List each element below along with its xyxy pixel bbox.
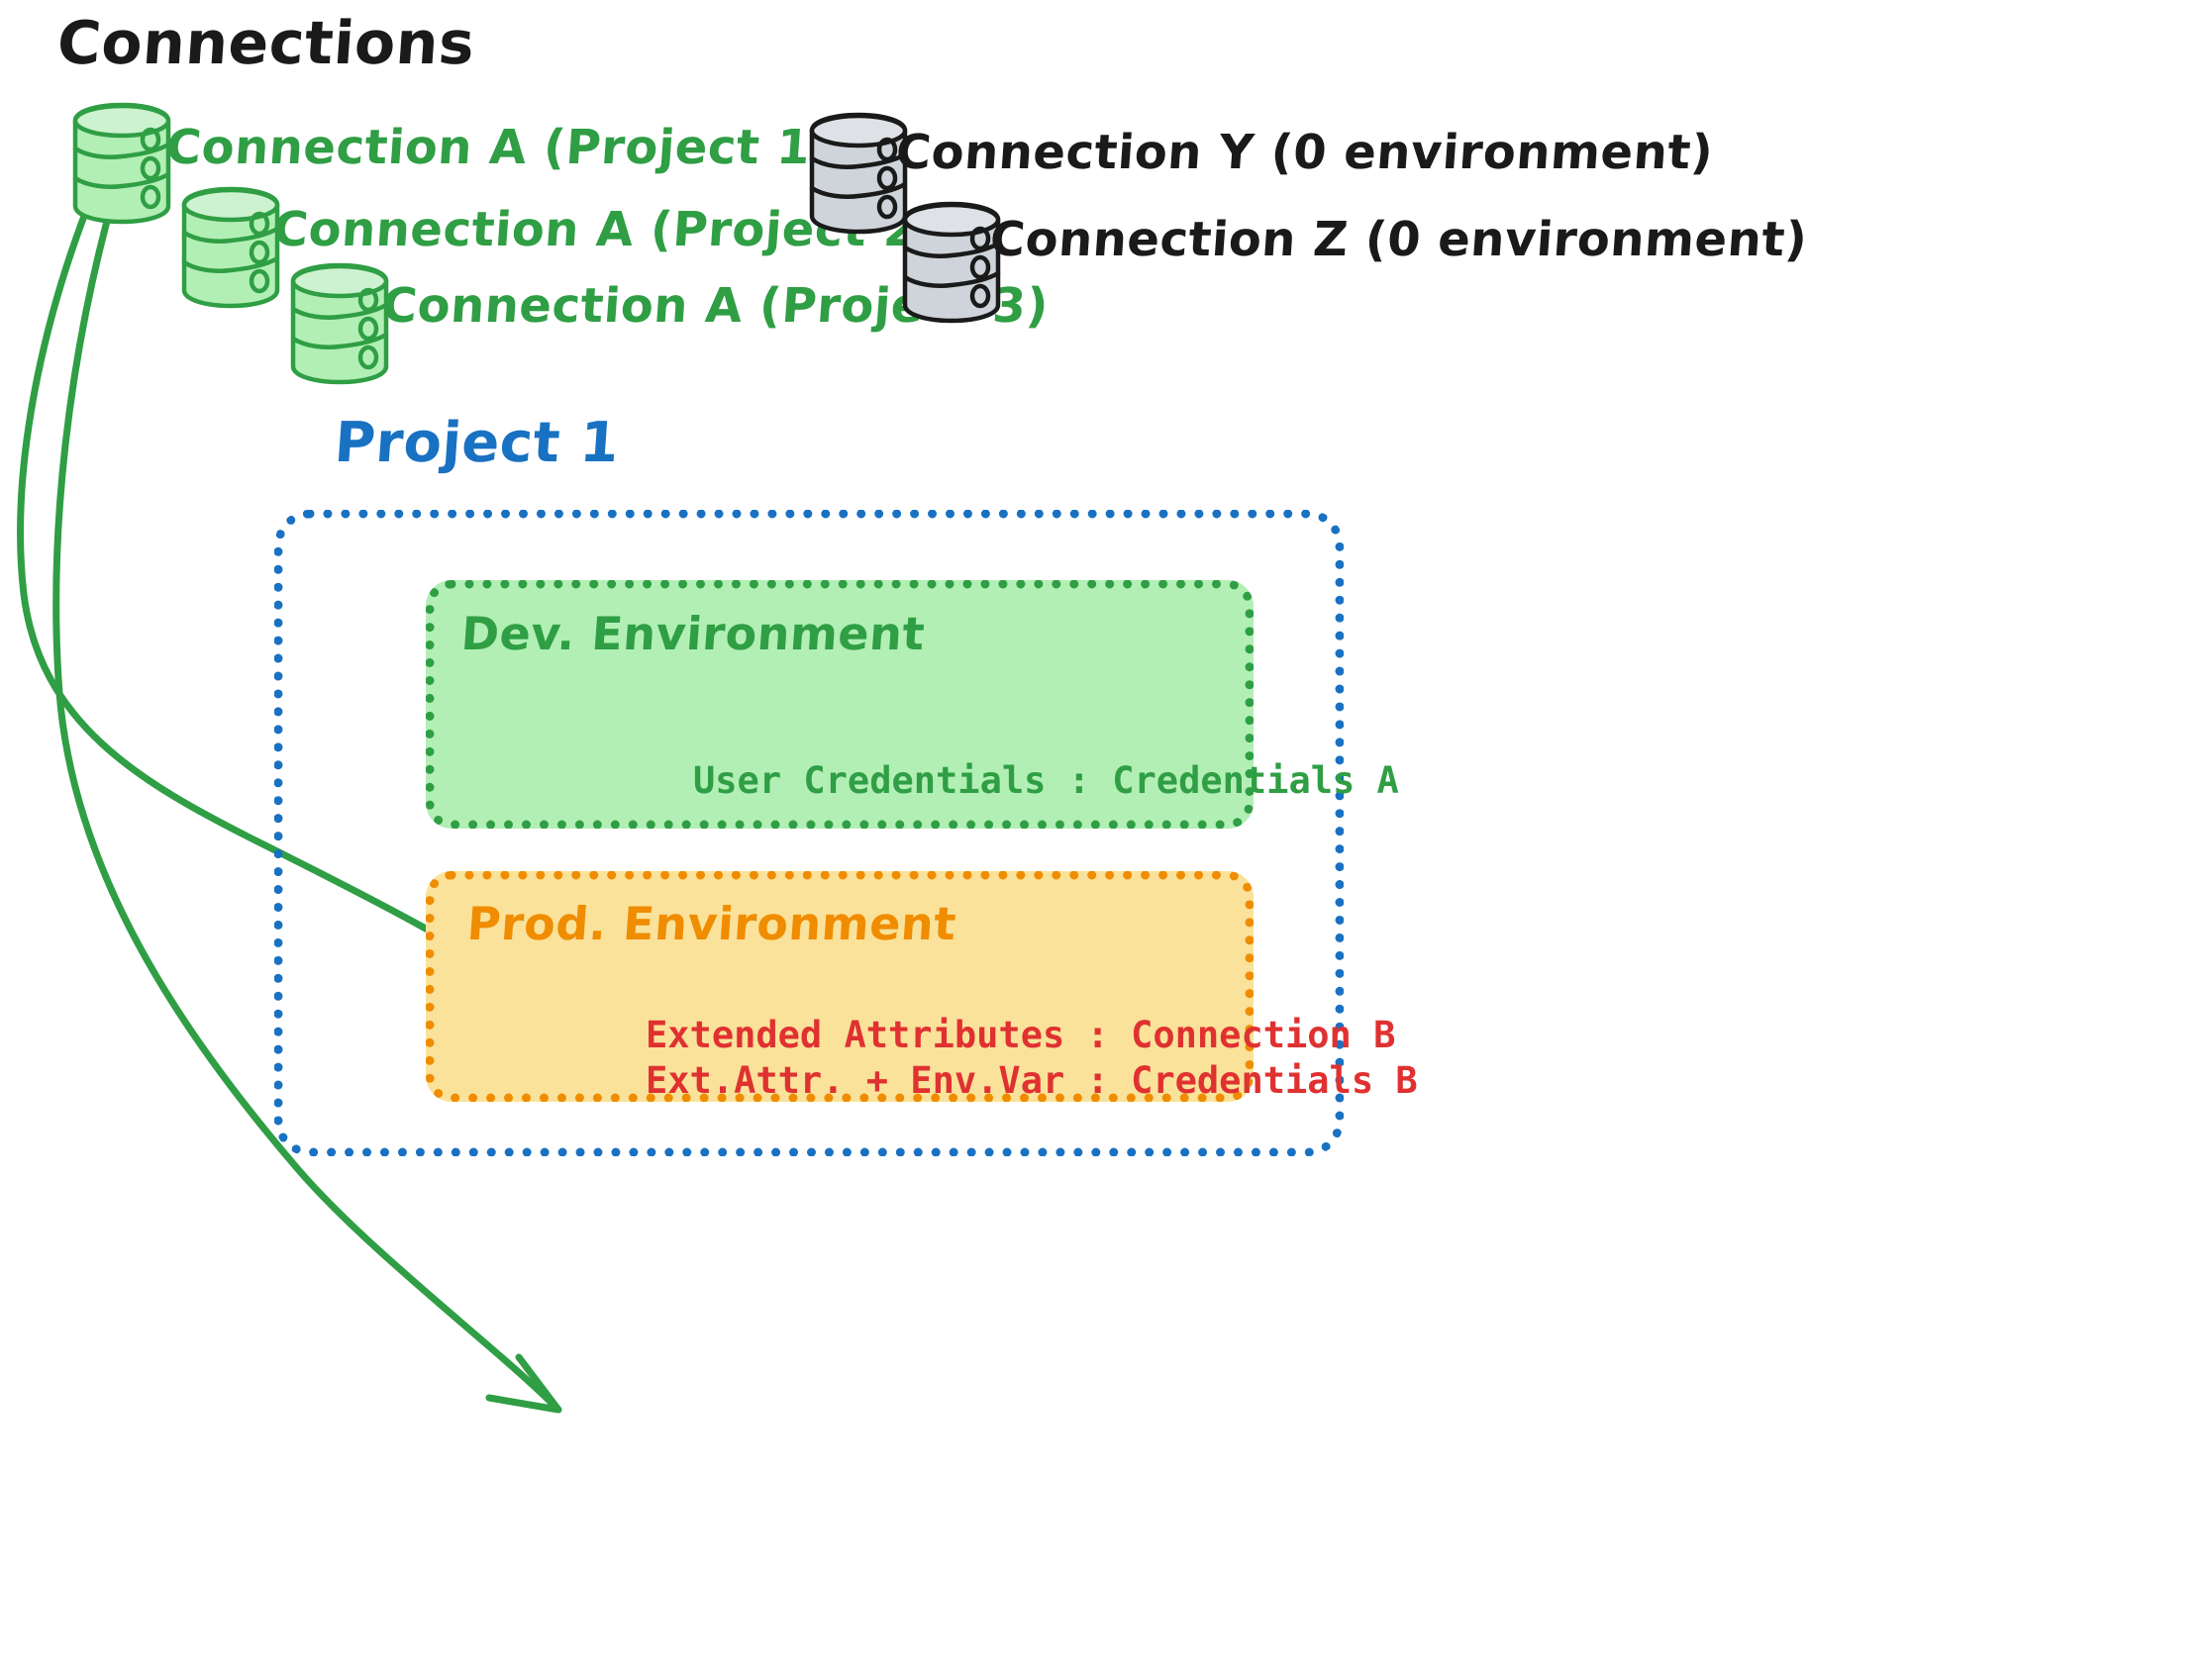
prod-environment-line-2: Ext.Attr. + Env.Var : Credentials B	[646, 1059, 1418, 1103]
dev-environment-title: Dev. Environment	[459, 607, 927, 660]
project-container	[274, 510, 1344, 1156]
project-title: Project 1	[332, 411, 622, 475]
prod-environment-line-1: Extended Attributes : Connection B	[646, 1014, 1396, 1056]
connection-label-z: Connection Z (0 environment)	[988, 212, 1810, 267]
prod-environment-box	[426, 871, 1254, 1102]
database-icon-connection-a-project-2	[181, 186, 280, 309]
database-icon-connection-z	[902, 201, 1001, 324]
arrow-to-prod-environment	[52, 199, 558, 1410]
prod-environment-title: Prod. Environment	[465, 897, 958, 950]
database-icon-connection-a-project-1	[72, 102, 171, 225]
dev-environment-credentials-line: User Credentials : Credentials A	[693, 759, 1399, 802]
connection-label-a-project-1: Connection A (Project 1)	[164, 120, 835, 175]
arrowhead-prod	[485, 1353, 562, 1414]
database-icon-connection-a-project-3	[290, 262, 389, 385]
dev-environment-box	[426, 580, 1254, 829]
connection-label-y: Connection Y (0 environment)	[894, 125, 1716, 180]
arrow-to-dev-environment	[17, 189, 551, 1009]
prod-environment-attributes-block: Extended Attributes : Connection B Ext.A…	[646, 1013, 1418, 1105]
